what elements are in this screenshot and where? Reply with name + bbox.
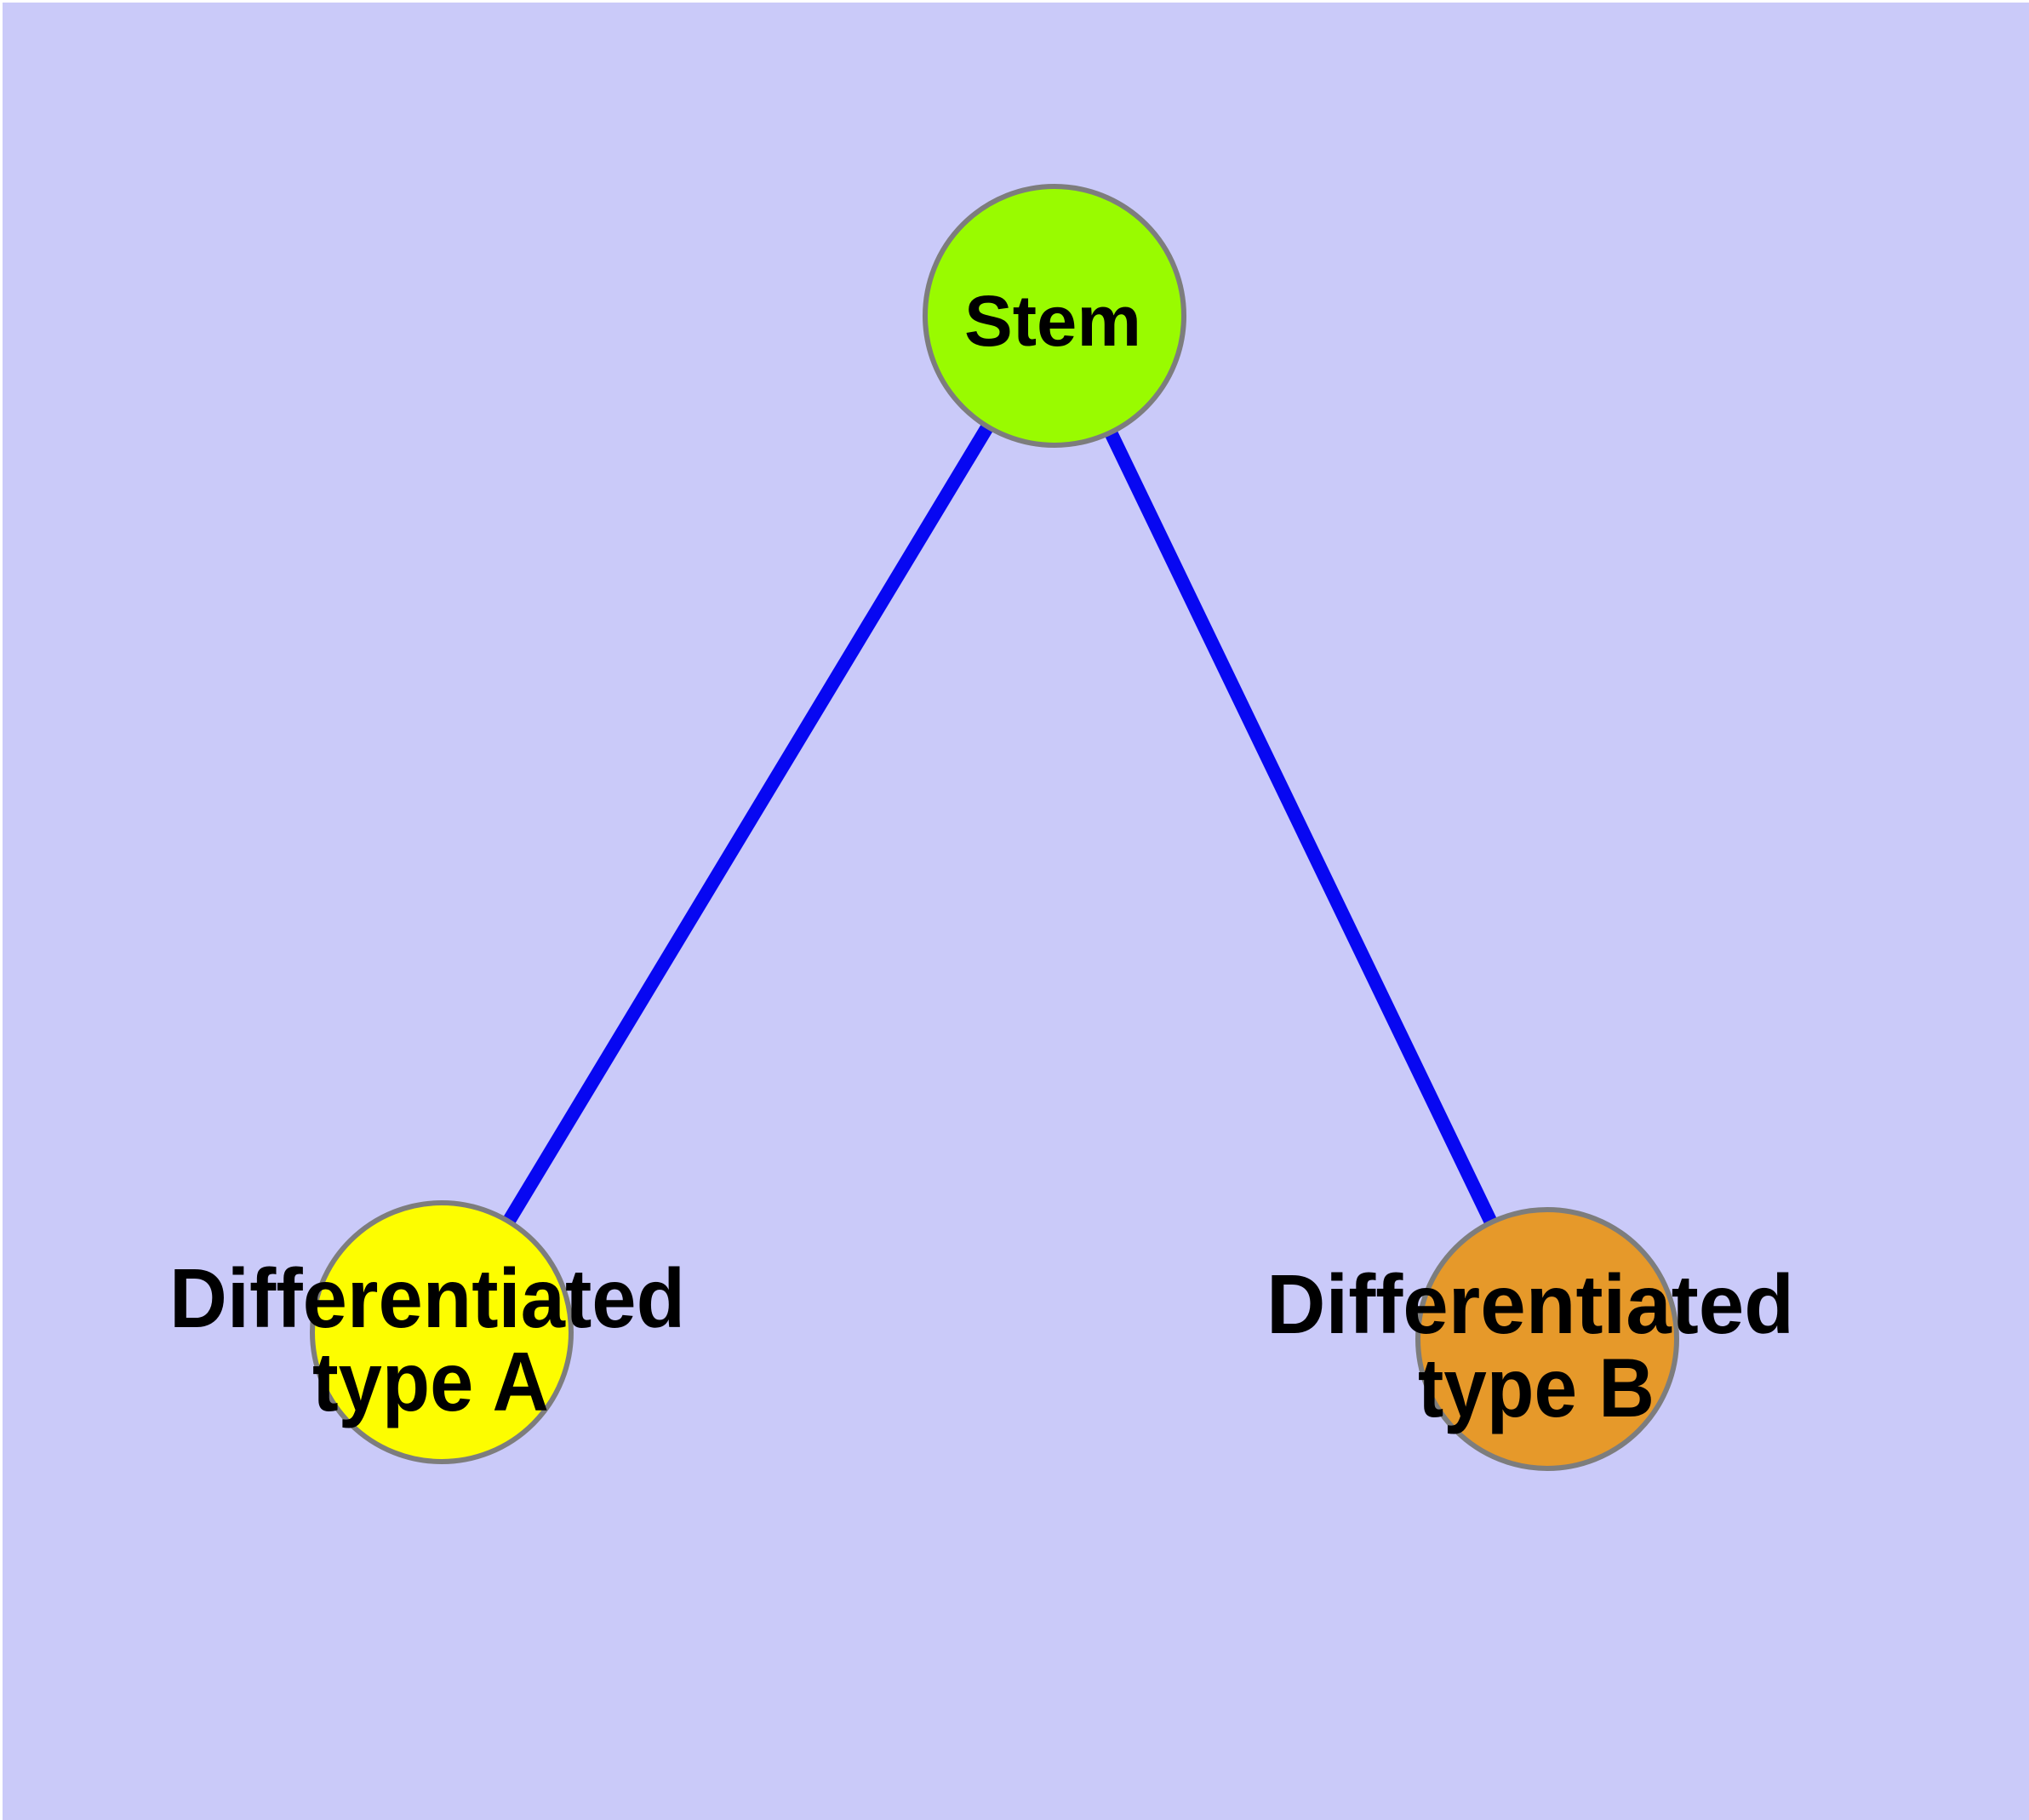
node-type-b-label-line2: type B	[1418, 1341, 1655, 1434]
frame-top-edge	[0, 0, 2029, 3]
node-type-a-circle	[310, 1200, 574, 1464]
node-type-b-circle	[1415, 1207, 1679, 1471]
frame-left-edge	[0, 0, 3, 1820]
node-stem-label: Stem	[964, 281, 1141, 361]
edge-stem-to-type-a	[436, 312, 1060, 1336]
node-type-b-label-line1: Differentiated	[1266, 1257, 1794, 1351]
node-type-a-label-line1: Differentiated	[169, 1251, 685, 1345]
edge-stem-to-type-b	[1048, 312, 1554, 1342]
node-type-a-label-line2: type A	[312, 1335, 549, 1428]
node-stem-circle	[923, 184, 1186, 448]
